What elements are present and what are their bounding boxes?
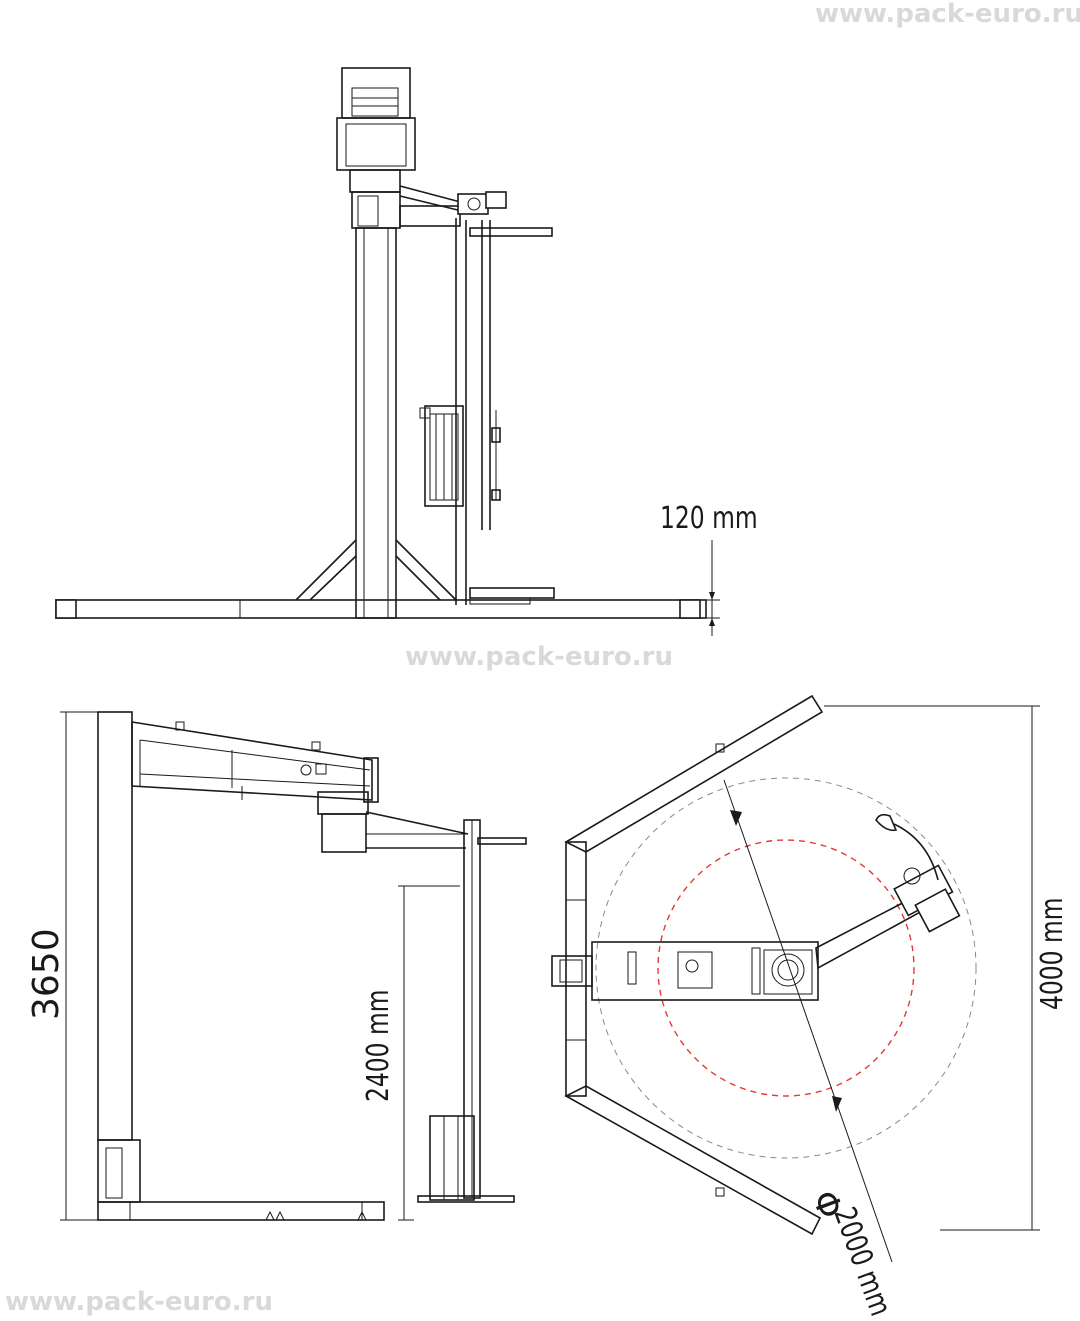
watermark-top: www.pack-euro.ru: [815, 0, 1080, 29]
front-view: [55, 67, 720, 636]
dimension-2400mm: 2400 mm: [361, 989, 396, 1102]
dimension-120mm: 120 mm: [660, 501, 758, 536]
top-view: [551, 694, 1040, 1263]
watermark-bottom: www.pack-euro.ru: [5, 1287, 273, 1317]
watermark-middle: www.pack-euro.ru: [405, 642, 673, 672]
dimension-4000mm: 4000 mm: [1035, 897, 1070, 1010]
side-view: [60, 711, 527, 1221]
dimension-diameter-2000mm: 2000 mm: [827, 1203, 898, 1321]
dimension-3650: 3650: [26, 928, 67, 1020]
